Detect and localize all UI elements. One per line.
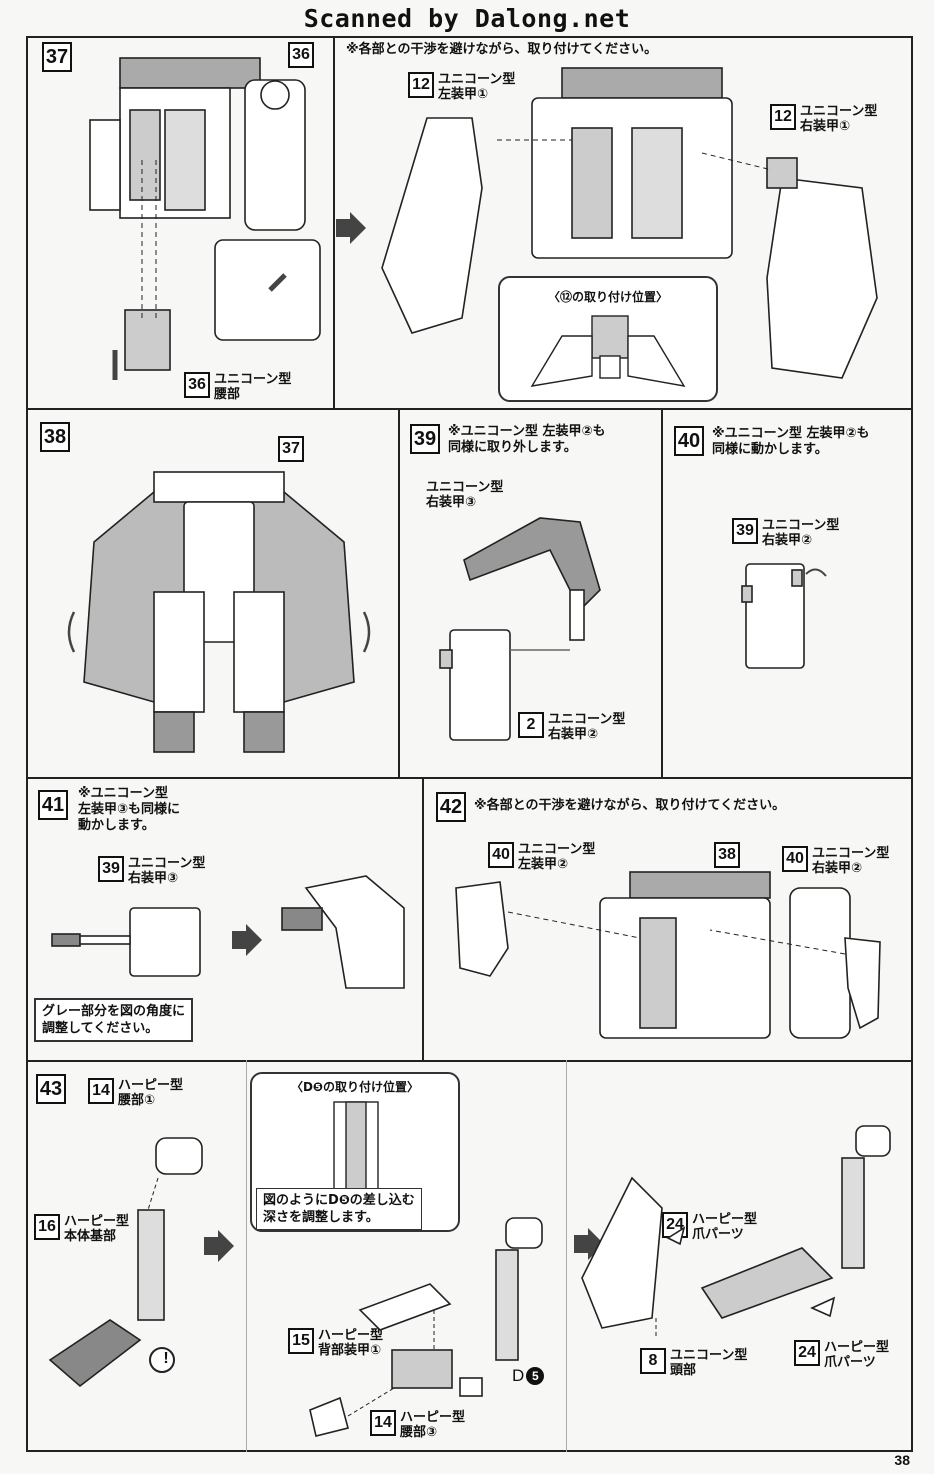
- part-callout: 16 ハーピー型 本体基部: [34, 1214, 129, 1244]
- armor-adjusted-illustration: [281, 875, 405, 989]
- robot-back-illustration: [67, 471, 371, 753]
- step-number: 39: [410, 424, 440, 454]
- part-name: ハーピー型 爪パーツ: [692, 1212, 758, 1242]
- robot-torso-illustration: [89, 57, 321, 380]
- next-arrow: [204, 1230, 234, 1262]
- d5-label: D 5: [512, 1366, 545, 1386]
- part-number: 36: [184, 372, 210, 398]
- part-number: 14: [88, 1078, 114, 1104]
- part-name: ユニコーン型 腰部: [214, 372, 292, 402]
- part-number: 8: [640, 1348, 666, 1374]
- step-number: 42: [436, 792, 466, 822]
- warning-icon: !: [163, 1350, 169, 1367]
- callout-title: 〈D❺の取り付け位置〉: [290, 1080, 420, 1094]
- part-name: ユニコーン型 右装甲②: [812, 846, 890, 876]
- armor-move-illustration: [741, 563, 827, 669]
- step-number: 40: [674, 426, 704, 456]
- part-callout: 40 ユニコーン型 右装甲②: [782, 846, 889, 876]
- part-callout: 24 ハーピー型 爪パーツ: [794, 1340, 889, 1370]
- armor-install-illustration: [455, 871, 881, 1039]
- part-number: 36: [288, 42, 314, 68]
- callout-title: 〈⑫の取り付け位置〉: [547, 290, 668, 304]
- next-arrow: [232, 924, 262, 956]
- part-name: ユニコーン型 左装甲①: [438, 72, 516, 102]
- part-callout: 14 ハーピー型 腰部③: [370, 1410, 465, 1440]
- divider-43b: [566, 1060, 567, 1452]
- divider-39-40: [661, 408, 663, 778]
- part-number: 40: [782, 846, 808, 872]
- part-callout: 15 ハーピー型 背部装甲①: [288, 1328, 383, 1358]
- part-number: 15: [288, 1328, 314, 1354]
- armor-removal-illustration: [439, 517, 601, 741]
- part-callout: ユニコーン型 右装甲③: [426, 480, 503, 510]
- part-callout: 8 ユニコーン型 頭部: [640, 1348, 747, 1378]
- divider-37: [333, 36, 335, 408]
- harpy-head-assembly-illustration: [581, 1125, 891, 1338]
- divider-row1: [26, 408, 913, 410]
- step-number: 41: [38, 790, 68, 820]
- step-number: 38: [40, 422, 70, 452]
- part-callout: 38: [714, 842, 740, 868]
- part-name: ユニコーン型 右装甲③: [426, 480, 504, 510]
- part-number: 12: [770, 104, 796, 130]
- step-number: 43: [36, 1074, 66, 1104]
- part-number: 38: [714, 842, 740, 868]
- part-callout: 39 ユニコーン型 右装甲③: [98, 856, 205, 886]
- instruction-frame: [26, 36, 913, 1452]
- callout-detail-illustration: [530, 315, 686, 387]
- part-number: 16: [34, 1214, 60, 1240]
- part-name: ハーピー型 爪パーツ: [824, 1340, 890, 1370]
- part-callout: 40 ユニコーン型 左装甲②: [488, 842, 595, 872]
- part-name: ユニコーン型 右装甲①: [800, 104, 878, 134]
- part-number: 37: [278, 436, 304, 462]
- part-callout: 12 ユニコーン型 右装甲①: [770, 104, 877, 134]
- step-note: ※ユニコーン型 左装甲②も 同様に動かします。: [712, 426, 870, 457]
- d5-instruction-label: 図のようにD❺の差し込む 深さを調整します。: [256, 1188, 422, 1230]
- next-arrow: [336, 212, 366, 244]
- part-callout: 36: [288, 42, 314, 68]
- page-number: 38: [894, 1452, 910, 1468]
- harpy-base-illustration: [48, 1137, 203, 1388]
- part-name: ハーピー型 背部装甲①: [318, 1328, 384, 1358]
- part-callout: 39 ユニコーン型 右装甲②: [732, 518, 839, 548]
- part-callout: 2 ユニコーン型 右装甲②: [518, 712, 625, 742]
- harpy-back-armor-illustration: [309, 1217, 543, 1437]
- d5-detail-illustration: [333, 1101, 379, 1193]
- part-callout: 36 ユニコーン型 腰部: [184, 372, 291, 402]
- step-note: ※ユニコーン型 左装甲③も同様に 動かします。: [78, 786, 181, 833]
- step-number: 37: [42, 42, 72, 72]
- armor-assembly-illustration: [381, 67, 878, 379]
- part-callout: 37: [278, 436, 304, 462]
- part-number: 12: [408, 72, 434, 98]
- part-number: 39: [98, 856, 124, 882]
- step-note: ※ユニコーン型 左装甲②も 同様に取り外します。: [448, 424, 606, 455]
- step-note: ※各部との干渉を避けながら、取り付けてください。: [474, 798, 786, 813]
- divider-38-39: [398, 408, 400, 778]
- step-note: ※各部との干渉を避けながら、取り付けてください。: [346, 42, 658, 57]
- divider-43a: [246, 1060, 247, 1452]
- part-callout: 12 ユニコーン型 左装甲①: [408, 72, 515, 102]
- part-name: ユニコーン型 右装甲③: [128, 856, 206, 886]
- part-name: ユニコーン型 右装甲②: [762, 518, 840, 548]
- part-name: ハーピー型 本体基部: [64, 1214, 130, 1244]
- armor-adjust-illustration: [51, 907, 201, 977]
- part-name: ハーピー型 腰部③: [400, 1410, 466, 1440]
- part-callout: 14 ハーピー型 腰部①: [88, 1078, 183, 1108]
- part-number: 39: [732, 518, 758, 544]
- watermark: Scanned by Dalong.net: [303, 4, 631, 33]
- part-name: ユニコーン型 右装甲②: [548, 712, 626, 742]
- d5-letter: D: [512, 1366, 525, 1385]
- d5-number: 5: [526, 1367, 545, 1385]
- part-number: 24: [794, 1340, 820, 1366]
- part-number: 14: [370, 1410, 396, 1436]
- part-number: 40: [488, 842, 514, 868]
- divider-row3: [26, 1060, 913, 1062]
- divider-row2: [26, 777, 913, 779]
- part-name: ユニコーン型 左装甲②: [518, 842, 596, 872]
- divider-41-42: [422, 777, 424, 1061]
- part-number: 2: [518, 712, 544, 738]
- adjust-instruction-label: グレー部分を図の角度に 調整してください。: [34, 998, 194, 1042]
- part-name: ユニコーン型 頭部: [670, 1348, 748, 1378]
- part-name: ハーピー型 腰部①: [118, 1078, 184, 1108]
